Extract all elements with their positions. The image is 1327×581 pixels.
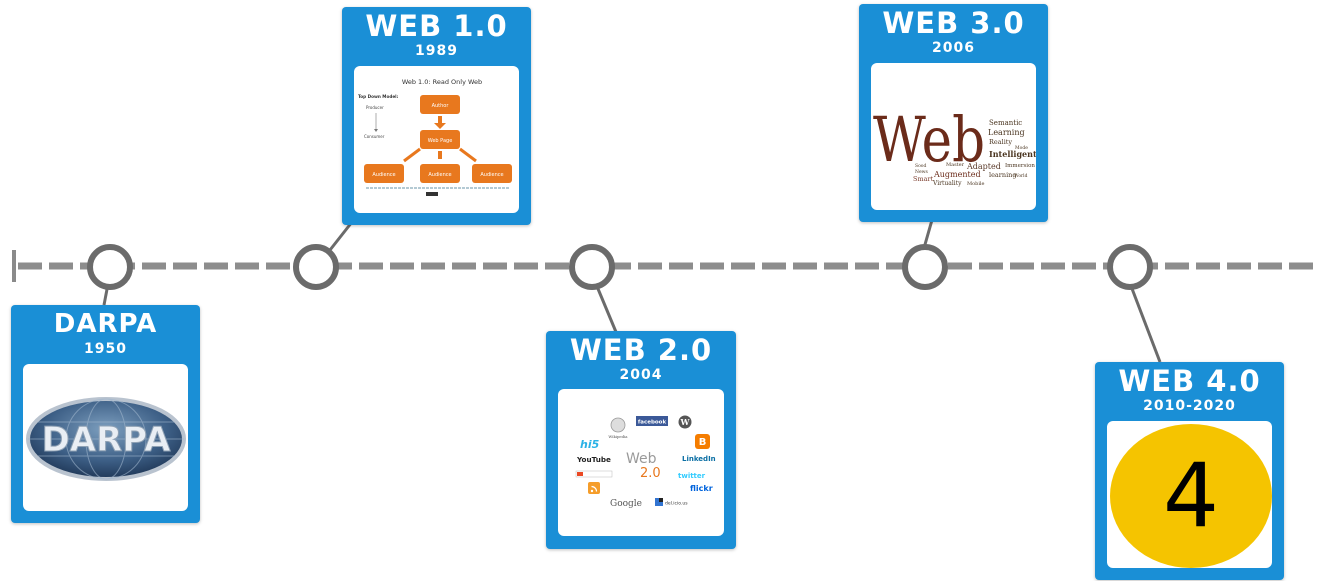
web1-webpage-label: Web Page bbox=[428, 138, 453, 144]
web1-author-box bbox=[420, 95, 460, 114]
wikipedia-icon bbox=[610, 417, 626, 433]
web3-cloud-word: Smart bbox=[913, 175, 934, 183]
web2-center-web: Web bbox=[626, 451, 657, 467]
card-web1: WEB 1.0 1989 Web 1.0: Read Only Web Top … bbox=[342, 7, 531, 225]
web1-audience-label-1: Audience bbox=[372, 172, 395, 178]
delicious-label: del.icio.us bbox=[665, 501, 688, 507]
darpa-logo-text: DARPA bbox=[42, 420, 172, 460]
twitter-logo: twitter bbox=[678, 472, 706, 480]
card-web3: WEB 3.0 2006 Web Semantic Learning Reali… bbox=[859, 4, 1048, 222]
blogger-icon bbox=[695, 434, 710, 449]
web1-diagram-side-title: Top Down Model: bbox=[358, 94, 399, 99]
web1-audience-box-3 bbox=[472, 164, 512, 183]
connector-web4 bbox=[1129, 285, 1162, 363]
svg-text:W: W bbox=[680, 417, 691, 427]
card-web2-title: WEB 2.0 bbox=[569, 333, 713, 367]
card-web3-title: WEB 3.0 bbox=[882, 6, 1025, 40]
web3-cloud-word: Augmented bbox=[933, 170, 981, 179]
flickr-logo: flickr bbox=[690, 484, 713, 493]
web4-badge: 4 bbox=[1107, 421, 1272, 568]
web3-cloud-word: Learning bbox=[988, 128, 1025, 137]
timeline-node-web2 bbox=[569, 244, 615, 290]
facebook-label: facebook bbox=[638, 420, 667, 426]
web3-cloud-word: World bbox=[1014, 173, 1028, 179]
web1-audience-label-3: Audience bbox=[480, 172, 503, 178]
timeline-node-darpa bbox=[87, 244, 133, 290]
web3-cloud-word: Intelligent bbox=[989, 149, 1036, 159]
web1-audience-label-2: Audience bbox=[428, 172, 451, 178]
connector-web1 bbox=[328, 221, 354, 251]
google-logo: Google bbox=[610, 499, 642, 509]
web2-logo-collage: Wikipedia facebook W hi5 B YouTube Web 2… bbox=[558, 389, 724, 536]
card-darpa: DARPA 1950 DARPA bbox=[11, 305, 200, 523]
youtube-label: YouTube bbox=[576, 455, 611, 464]
timeline-node-web4 bbox=[1107, 244, 1153, 290]
web3-cloud-word: Adapted bbox=[966, 162, 1001, 171]
web3-cloud-word: Immersion bbox=[1005, 163, 1035, 169]
card-darpa-title: DARPA bbox=[53, 309, 158, 339]
connector-web3 bbox=[922, 219, 934, 249]
web4-number: 4 bbox=[1163, 444, 1219, 547]
web1-audience-box-1 bbox=[364, 164, 404, 183]
darpa-logo: DARPA bbox=[23, 364, 188, 511]
web3-cloud-word: News bbox=[915, 169, 928, 175]
stumbleupon-logo bbox=[575, 470, 613, 478]
yellow-circle-icon bbox=[1110, 424, 1272, 568]
web3-cloud-word: Mode bbox=[1015, 145, 1028, 151]
web3-cloud-word: Reality bbox=[989, 138, 1012, 146]
web3-cloud-main-word: Web bbox=[873, 103, 985, 176]
web1-diagram-consumer: Consumer bbox=[364, 134, 385, 139]
wikipedia-label: Wikipedia bbox=[608, 434, 628, 439]
wordpress-icon bbox=[678, 415, 692, 429]
web1-diagram: Web 1.0: Read Only Web Top Down Model: P… bbox=[354, 66, 519, 213]
web1-webpage-box bbox=[420, 130, 460, 149]
card-web4: WEB 4.0 2010-2020 4 bbox=[1095, 362, 1284, 580]
web3-word-cloud: Web Semantic Learning Reality Intelligen… bbox=[871, 63, 1036, 210]
rss-icon bbox=[588, 482, 600, 494]
card-web4-year: 2010-2020 bbox=[1143, 398, 1236, 414]
linkedin-logo: LinkedIn bbox=[682, 455, 716, 463]
web1-diagram-producer: Producer bbox=[366, 105, 384, 110]
web3-cloud-word: Mobile bbox=[967, 181, 985, 187]
card-web4-title: WEB 4.0 bbox=[1118, 364, 1261, 398]
card-web3-year: 2006 bbox=[932, 40, 975, 56]
web3-cloud-word: Virtuality bbox=[932, 180, 962, 187]
hi5-logo: hi5 bbox=[580, 438, 600, 451]
web1-author-label: Author bbox=[432, 103, 450, 109]
card-web1-title: WEB 1.0 bbox=[365, 9, 508, 43]
card-web2: WEB 2.0 2004 Wikipedia facebook W hi5 B … bbox=[546, 331, 736, 549]
card-web2-year: 2004 bbox=[619, 367, 663, 383]
web3-cloud-word: Master bbox=[946, 162, 965, 168]
card-web1-year: 1989 bbox=[415, 43, 458, 59]
web3-cloud-word: Sood bbox=[915, 163, 927, 169]
web3-cloud-word: learning bbox=[989, 171, 1017, 179]
web1-diagram-heading: Web 1.0: Read Only Web bbox=[402, 78, 482, 86]
facebook-logo bbox=[636, 416, 668, 426]
web1-audience-box-2 bbox=[420, 164, 460, 183]
card-darpa-year: 1950 bbox=[84, 341, 127, 357]
youtube-logo bbox=[576, 453, 608, 464]
web3-cloud-word: Semantic bbox=[989, 119, 1022, 127]
web2-center-version: 2.0 bbox=[640, 466, 661, 481]
svg-text:B: B bbox=[699, 437, 707, 448]
timeline-node-web3 bbox=[902, 244, 948, 290]
timeline-node-web1 bbox=[293, 244, 339, 290]
connector-web2 bbox=[594, 283, 618, 333]
